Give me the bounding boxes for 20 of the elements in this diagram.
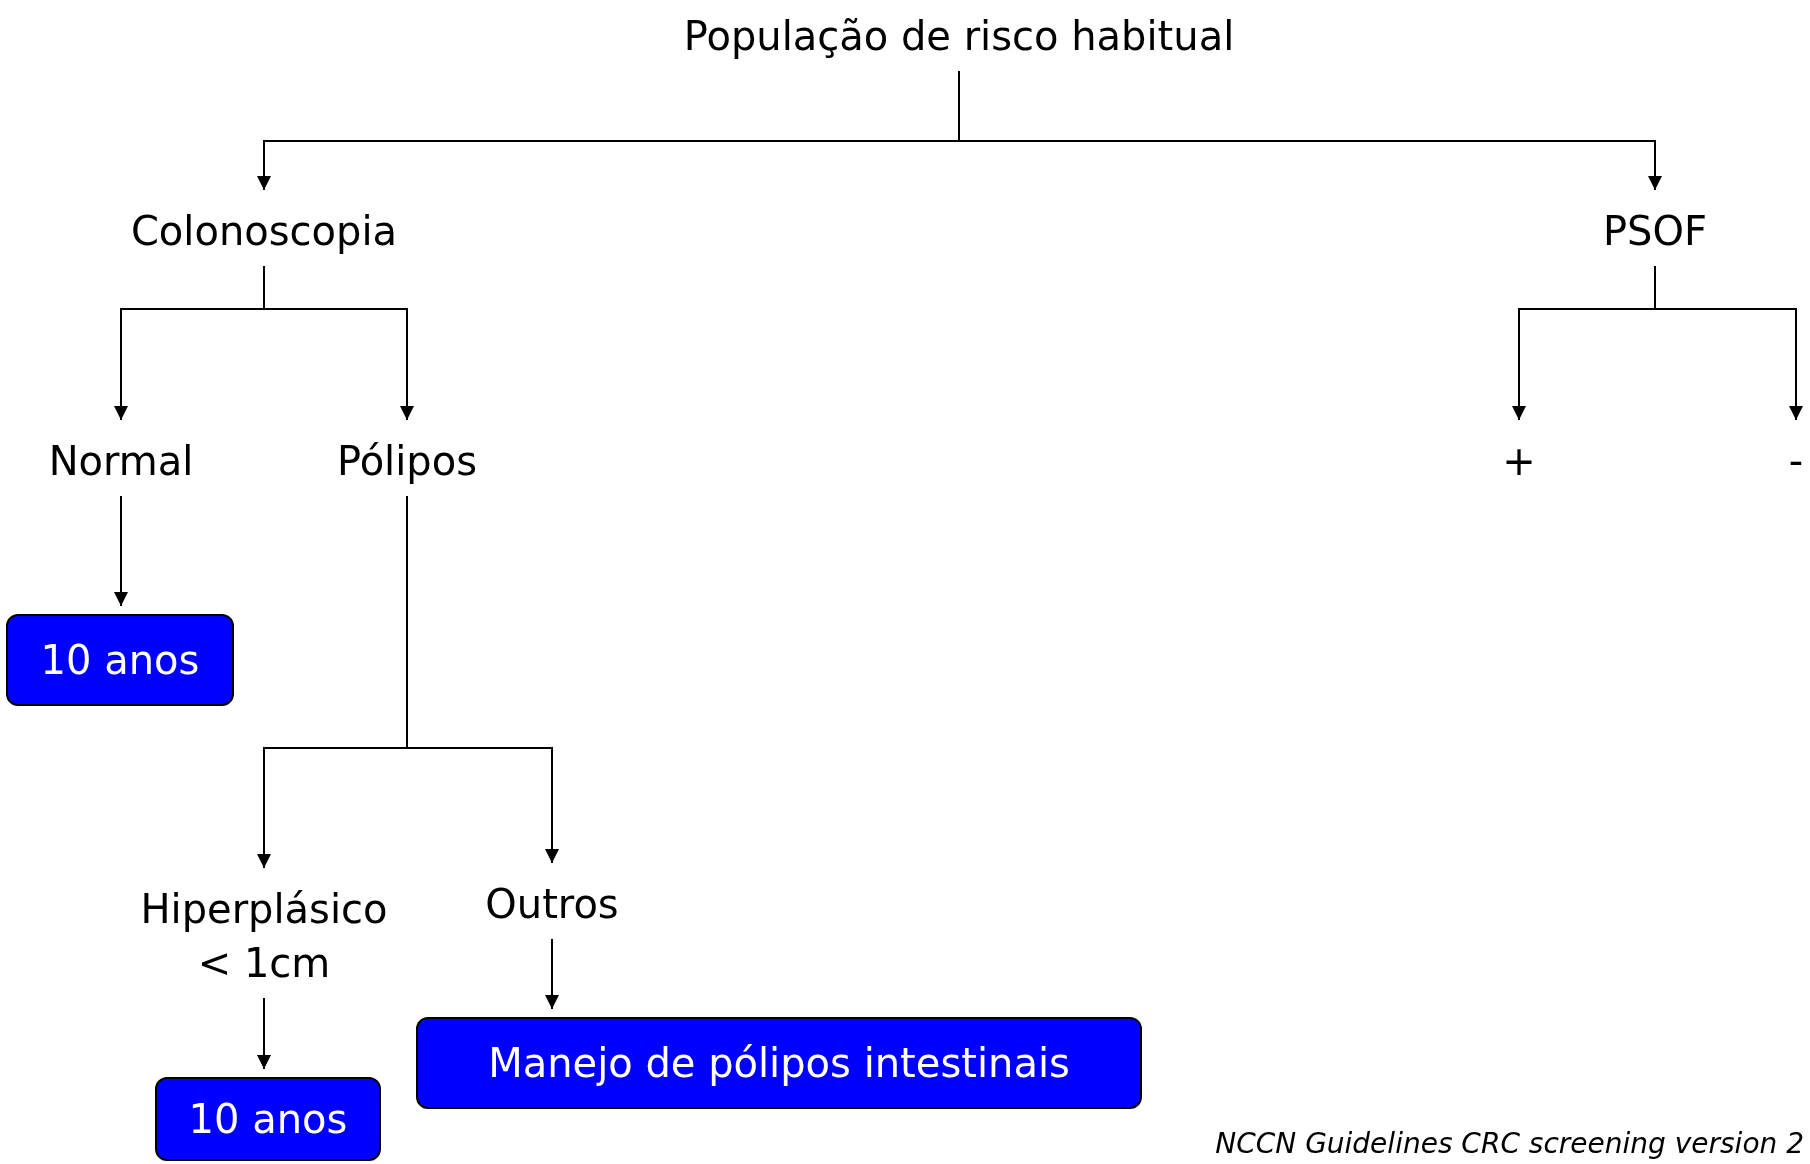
- result-box: 10 anos: [155, 1077, 381, 1161]
- connector-arrow: [114, 495, 128, 607]
- connector-arrow: [1654, 265, 1803, 421]
- flow-step-label: Outros: [485, 877, 619, 931]
- connector-arrow: [545, 938, 559, 1010]
- result-box: 10 anos: [6, 614, 234, 706]
- connector-arrow: [958, 70, 1662, 191]
- flow-step-label: +: [1502, 434, 1536, 488]
- flow-step-label: Hiperplásico < 1cm: [134, 882, 394, 990]
- connector-arrow: [257, 997, 271, 1070]
- source-note: NCCN Guidelines CRC screening version 2: [1215, 1127, 1804, 1160]
- connector-arrow: [263, 265, 414, 421]
- result-box: Manejo de pólipos intestinais: [416, 1017, 1142, 1109]
- flow-step-label: PSOF: [1603, 204, 1707, 258]
- flow-step-label: Colonoscopia: [130, 204, 398, 258]
- connector-arrow: [406, 495, 559, 864]
- flow-step-label: População de risco habitual: [683, 9, 1235, 63]
- flow-step-label: Normal: [48, 434, 194, 488]
- flow-step-label: -: [1788, 434, 1804, 488]
- flow-step-label: Pólipos: [336, 434, 478, 488]
